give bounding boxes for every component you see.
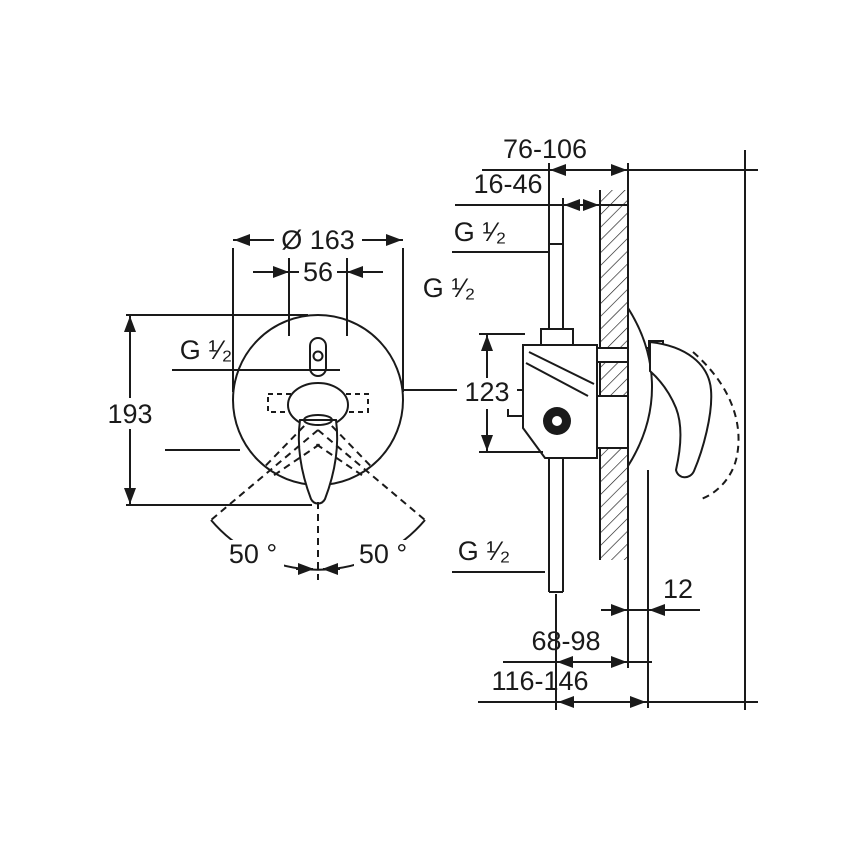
escutcheon-slot [309,337,327,377]
label-mask-side [457,378,517,409]
dim-height-label: 193 [107,399,152,429]
handle-swing-lines [210,425,426,580]
side-view [452,150,758,710]
label-masks-front [102,225,414,572]
dim-angle-left-label: 50 ° [229,539,277,569]
lever-handle-side [649,340,713,479]
dim-plate-label: 12 [663,574,693,604]
dim-side-height-label: 123 [464,377,509,407]
dim-plate-lines [601,470,700,708]
dim-depth-top-label: 76-106 [503,134,587,164]
supply-pipe [540,163,574,346]
dim-depth-bottom-label: 116-146 [491,666,588,696]
valve-body [507,344,598,459]
g-half-left-label: G ¹⁄₂ [180,335,232,365]
dim-depth-inner-label: 16-46 [473,169,542,199]
dim-width-label: 56 [303,257,333,287]
housing-through-wall [595,395,631,449]
dim-depth-lower-lines [503,594,652,710]
wall-hatching [600,190,628,560]
lever-swing-envelope [692,351,740,500]
lever-handle-front [287,382,349,505]
dim-diameter-label: Ø 163 [281,225,355,255]
front-view [102,225,480,580]
escutcheon-profile [627,304,654,470]
g-half-top-label: G ¹⁄₂ [454,217,506,247]
dim-depth-lower-label: 68-98 [531,626,600,656]
dim-angle-right-label: 50 ° [359,539,407,569]
g-half-bottom-label: G ¹⁄₂ [458,536,510,566]
g-half-right-label: G ¹⁄₂ [423,273,475,303]
outlet-pipe [548,458,564,593]
